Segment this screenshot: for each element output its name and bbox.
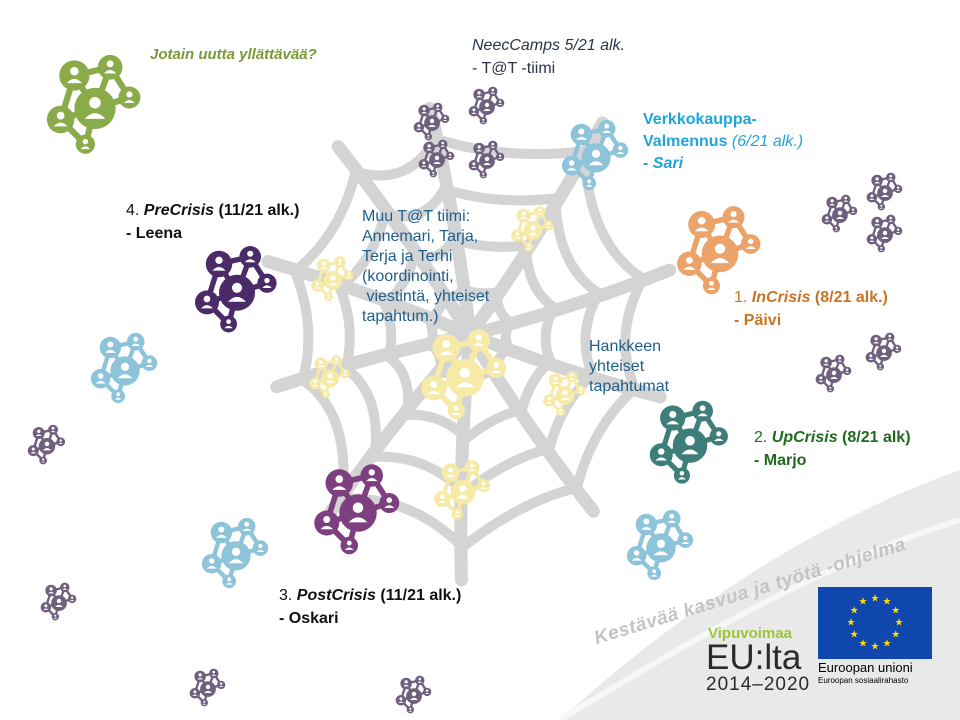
eulta-text: EU:lta bbox=[706, 638, 802, 677]
eu-star-icon: ★ bbox=[850, 606, 859, 617]
eu-flag: ★★★★★★★★★★★★ bbox=[818, 587, 932, 659]
eu-star-icon: ★ bbox=[859, 597, 868, 608]
hankkeen-line: Hankkeen bbox=[589, 338, 662, 355]
network-icon-lavender bbox=[812, 352, 856, 394]
network-icon-teal bbox=[636, 395, 744, 487]
muu-line: (koordinointi, bbox=[362, 268, 454, 285]
postcrisis-heading: 3. PostCrisis (11/21 alk.) bbox=[279, 587, 462, 604]
verkko-line1: Verkkokauppa- bbox=[643, 111, 757, 128]
web-ring bbox=[378, 234, 561, 446]
network-icon-cream-small bbox=[305, 352, 355, 400]
postcrisis-person: - Oskari bbox=[279, 610, 339, 627]
hankkeen-line: tapahtumat bbox=[589, 378, 670, 395]
hankkeen-line: yhteiset bbox=[589, 358, 645, 375]
precrisis-person: - Leena bbox=[126, 225, 183, 242]
muu-tiimi-note: Muu T@T tiimi: Annemari, Tarja, Terja ja… bbox=[362, 207, 489, 327]
network-icon-lavender bbox=[410, 100, 454, 142]
network-icon-cream-small bbox=[505, 203, 561, 253]
network-icon-lightblue-small bbox=[194, 513, 278, 591]
network-icon-lavender bbox=[863, 212, 907, 254]
surprise-note: Jotain uutta yllättävää? bbox=[150, 46, 317, 63]
network-icon-olive bbox=[38, 48, 152, 158]
network-icon-lavender bbox=[863, 170, 907, 212]
muu-line: viestintä, yhteiset bbox=[362, 288, 490, 305]
incrisis-heading: 1. InCrisis (8/21 alk.) bbox=[734, 289, 888, 306]
eu-star-icon: ★ bbox=[895, 618, 904, 629]
verkko-person: - Sari bbox=[643, 155, 684, 172]
eu-star-icon: ★ bbox=[850, 630, 859, 641]
muu-line: Terja ja Terhi bbox=[362, 248, 453, 265]
network-icon-lightblue-small bbox=[83, 328, 167, 406]
eu-star-icon: ★ bbox=[871, 594, 880, 605]
neeccamps-team: - T@T -tiimi bbox=[472, 60, 556, 77]
eu-star-icon: ★ bbox=[883, 597, 892, 608]
network-icon-lavender bbox=[37, 580, 81, 622]
incrisis-person: - Päivi bbox=[734, 312, 782, 329]
hankkeen-note: Hankkeen yhteiset tapahtumat bbox=[589, 337, 669, 397]
eu-name: Euroopan unioni bbox=[818, 660, 913, 675]
network-icon-lavender bbox=[415, 137, 459, 179]
network-icon-lavender bbox=[862, 330, 906, 372]
upcrisis-heading: 2. UpCrisis (8/21 alk) bbox=[754, 429, 911, 446]
network-icon-lavender bbox=[818, 192, 862, 234]
network-icon-lavender bbox=[465, 84, 509, 126]
eu-star-icon: ★ bbox=[891, 606, 900, 617]
neeccamps-title: NeecCamps 5/21 alk. bbox=[472, 37, 625, 54]
eu-star-icon: ★ bbox=[847, 618, 856, 629]
eu-star-icon: ★ bbox=[883, 638, 892, 649]
network-icon-cream bbox=[410, 323, 520, 423]
vipuvoimaa-text: Vipuvoimaa bbox=[708, 625, 792, 642]
eu-star-icon: ★ bbox=[859, 638, 868, 649]
eu-fund: Euroopan sosiaalirahasto bbox=[818, 676, 909, 685]
eu-stars-icon: ★★★★★★★★★★★★ bbox=[847, 594, 904, 653]
muu-line: Muu T@T tiimi: bbox=[362, 208, 471, 225]
eu-star-icon: ★ bbox=[871, 642, 880, 653]
network-icon-lavender bbox=[23, 422, 71, 466]
network-icon-lavender bbox=[465, 138, 509, 180]
network-icon-cream-small bbox=[540, 368, 590, 418]
upcrisis-person: - Marjo bbox=[754, 452, 807, 469]
verkko-line2: Valmennus (6/21 alk.) bbox=[643, 133, 804, 150]
network-icon-lavender bbox=[186, 666, 230, 708]
eu-star-icon: ★ bbox=[891, 630, 900, 641]
network-icon-lavender bbox=[392, 673, 436, 715]
muu-line: tapahtum.) bbox=[362, 308, 439, 325]
years-text: 2014–2020 bbox=[706, 674, 811, 695]
network-icon-lightblue-small bbox=[620, 505, 702, 583]
network-icon-cream-small bbox=[306, 253, 360, 303]
network-icon-plum bbox=[302, 458, 414, 558]
muu-line: Annemari, Tarja, bbox=[362, 228, 479, 245]
network-icon-purple bbox=[183, 240, 291, 336]
swoosh-edge bbox=[558, 517, 960, 720]
network-icon-lightblue bbox=[555, 115, 637, 193]
precrisis-heading: 4. PreCrisis (11/21 alk.) bbox=[126, 202, 300, 219]
web-ring bbox=[288, 133, 650, 554]
network-icon-orange bbox=[662, 200, 778, 298]
network-icon-cream-small bbox=[430, 456, 496, 522]
